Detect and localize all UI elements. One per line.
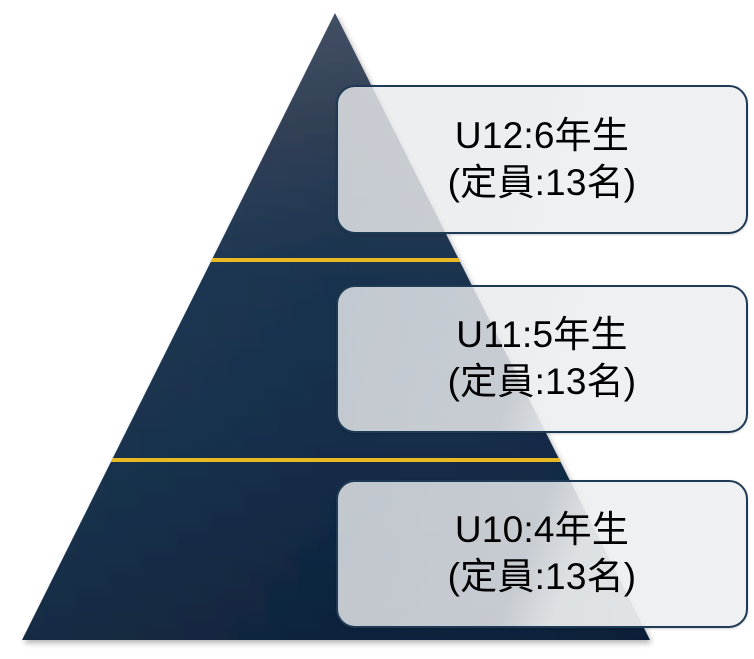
tier-label-box-u11[interactable]: U11:5年生 (定員:13名) [336, 285, 748, 433]
tier-title-u12: U12:6年生 [454, 114, 630, 156]
tier-label-box-u10[interactable]: U10:4年生 (定員:13名) [336, 480, 748, 628]
pyramid-dividers [22, 258, 650, 462]
tier-title-u11: U11:5年生 [456, 314, 628, 356]
divider-line-lower [22, 458, 650, 462]
tier-capacity-u12: (定員:13名) [447, 161, 637, 203]
divider-line-upper [22, 258, 650, 262]
tier-label-box-u12[interactable]: U12:6年生 (定員:13名) [336, 85, 748, 234]
tier-capacity-u10: (定員:13名) [447, 556, 637, 597]
tier-capacity-u11: (定員:13名) [447, 361, 637, 402]
tier-title-u10: U10:4年生 [454, 509, 630, 551]
